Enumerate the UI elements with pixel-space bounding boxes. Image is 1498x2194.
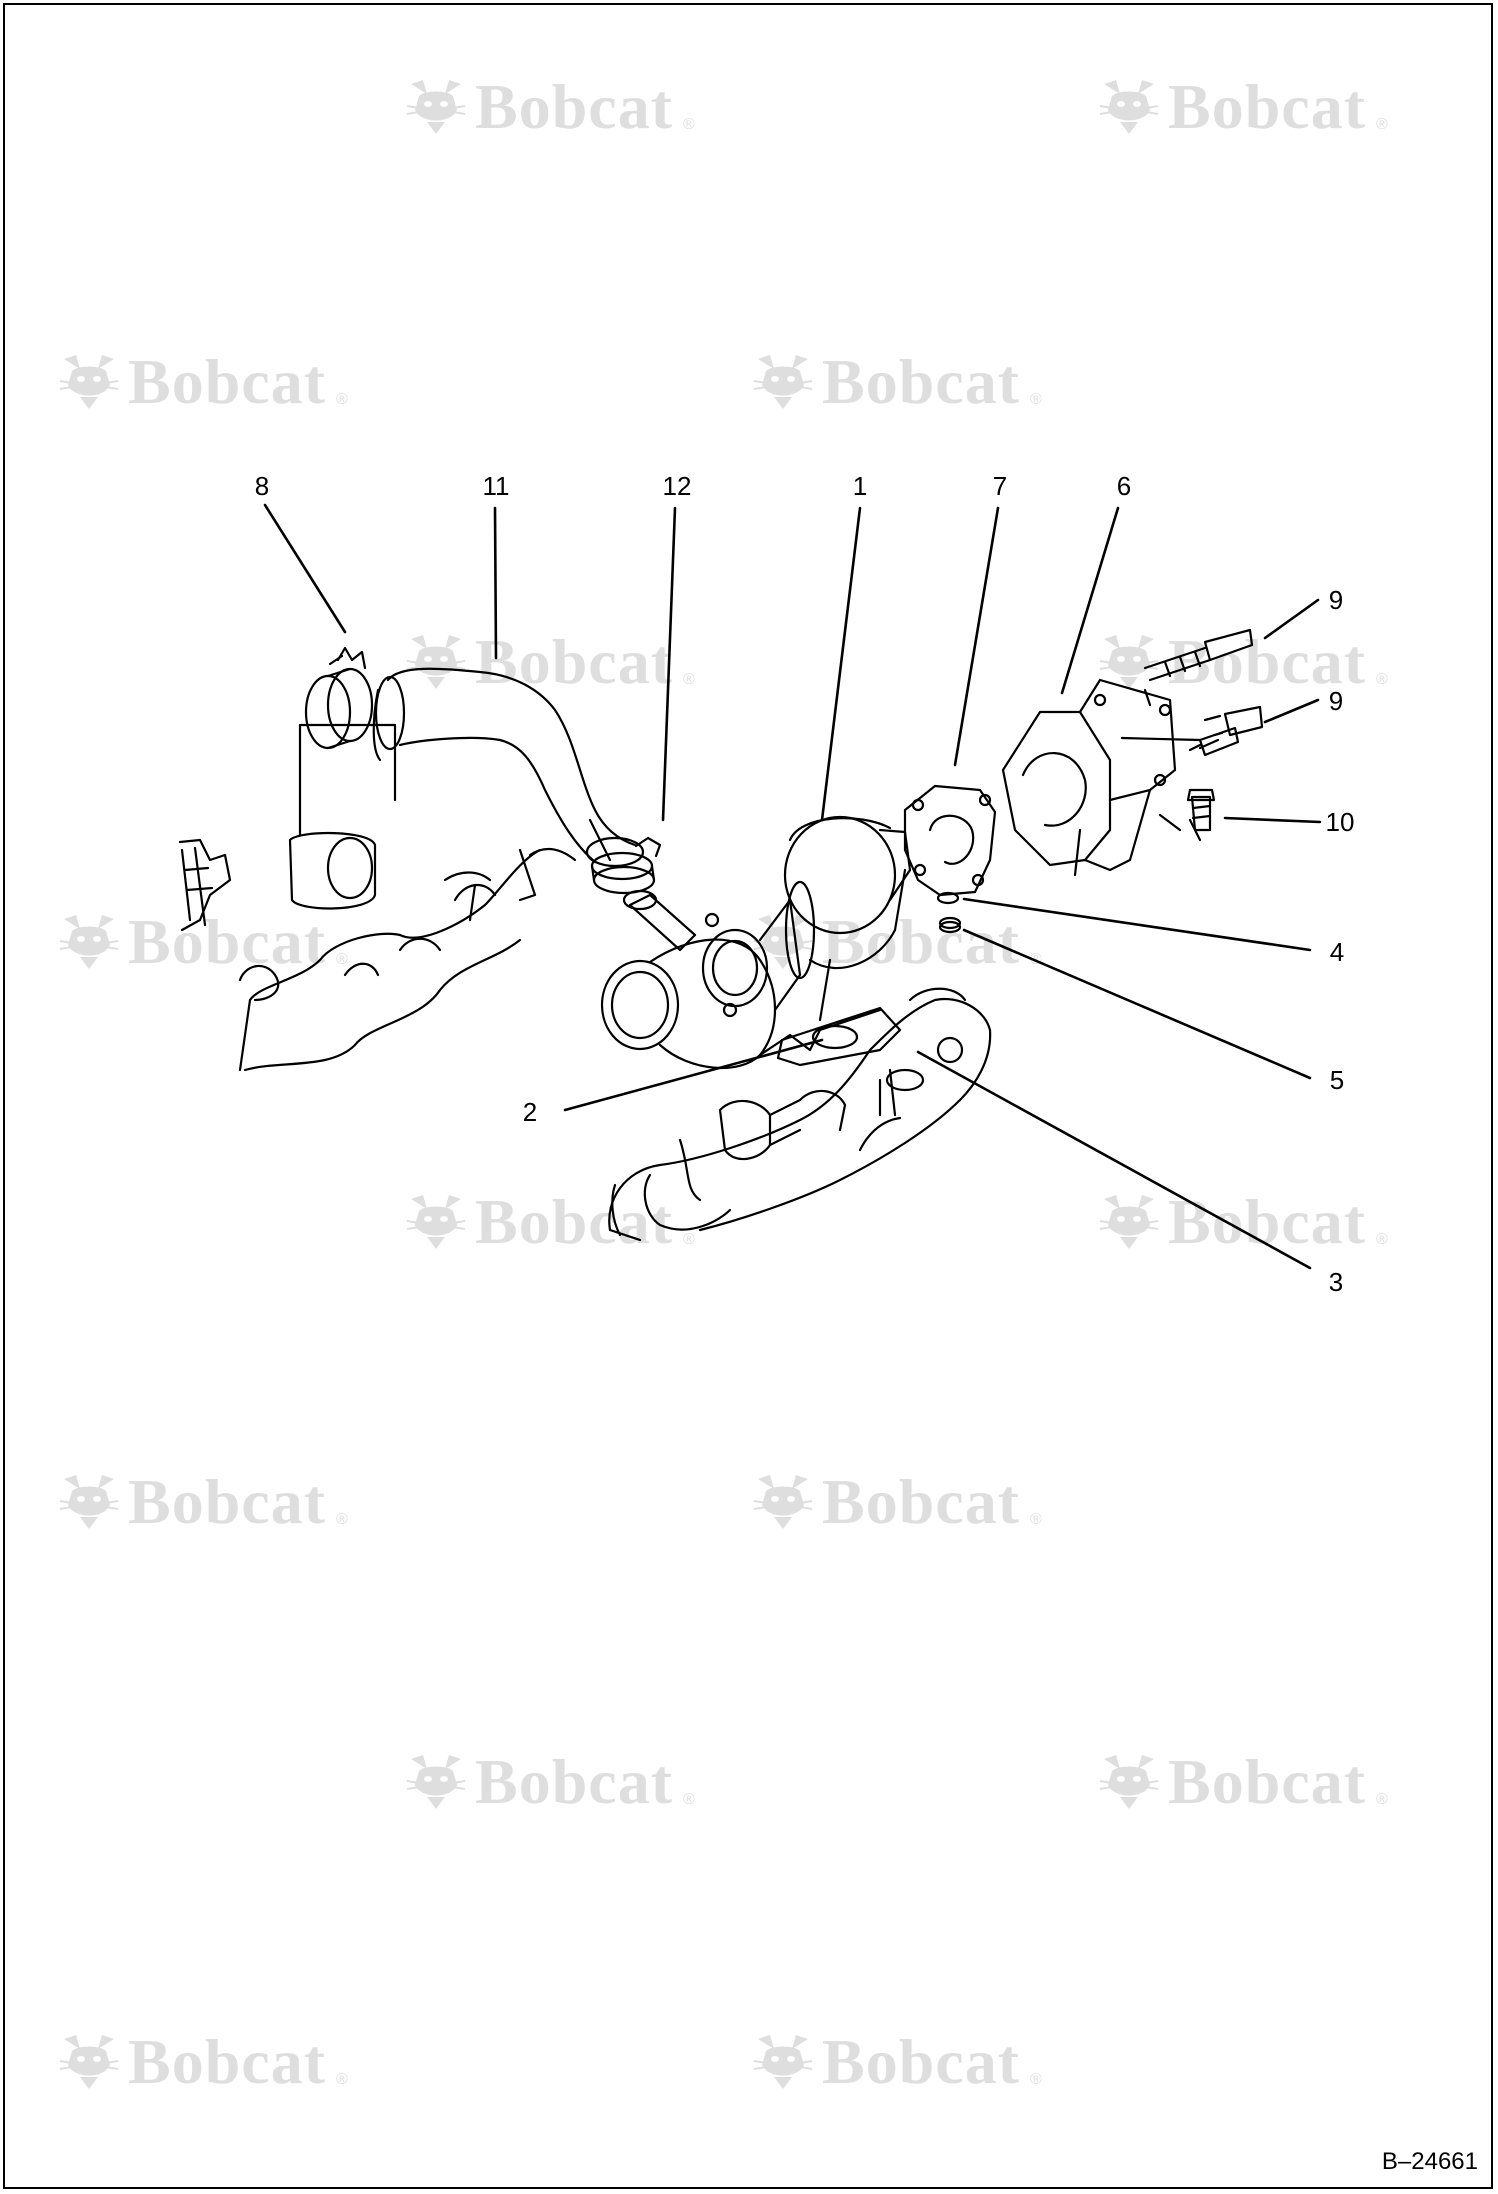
- watermark-brand: Bobcat: [128, 2026, 326, 2097]
- watermark-registered-mark: ®: [1376, 116, 1388, 133]
- part-10-plug: [1158, 788, 1216, 832]
- watermark-brand: Bobcat: [475, 626, 673, 697]
- watermark-registered-mark: ®: [336, 2071, 348, 2088]
- watermark-registered-mark: ®: [683, 671, 695, 688]
- bobcat-logo-icon: [406, 1755, 466, 1809]
- callout-5: 5: [1329, 1065, 1345, 1095]
- watermark-brand: Bobcat: [1168, 1746, 1366, 1817]
- callout-8: 8: [254, 471, 270, 501]
- bobcat-logo-icon: [1099, 1195, 1159, 1249]
- part-4-5-washer-nut: [936, 891, 962, 934]
- watermark-brand: Bobcat: [1168, 71, 1366, 142]
- callout-10: 10: [1325, 807, 1355, 837]
- bobcat-watermark: Bobcat ®: [405, 70, 695, 144]
- bobcat-logo-icon: [1099, 1755, 1159, 1809]
- callout-4: 4: [1329, 937, 1345, 967]
- bobcat-watermark: Bobcat ®: [405, 1745, 695, 1819]
- bobcat-logo-icon: [1099, 635, 1159, 689]
- part-6-exhaust-elbow: [1001, 678, 1202, 877]
- part-7-gasket: [903, 784, 997, 897]
- bobcat-logo-icon: [406, 80, 466, 134]
- bobcat-logo-icon: [59, 355, 119, 409]
- watermark-registered-mark: ®: [1030, 1511, 1042, 1528]
- watermark-registered-mark: ®: [1030, 2071, 1042, 2088]
- callout-11: 11: [482, 471, 510, 501]
- watermark-brand: Bobcat: [128, 1466, 326, 1537]
- watermark-brand: Bobcat: [475, 71, 673, 142]
- callout-6: 6: [1116, 471, 1132, 501]
- callout-2: 2: [522, 1097, 538, 1127]
- callout-9-upper: 9: [1328, 585, 1344, 615]
- callout-7: 7: [992, 471, 1008, 501]
- page-frame: [3, 3, 1493, 2189]
- bobcat-watermark: Bobcat ®: [58, 2025, 348, 2099]
- part-2-gasket: [776, 1006, 902, 1067]
- bobcat-watermark: Bobcat ®: [1098, 70, 1388, 144]
- watermark-registered-mark: ®: [336, 391, 348, 408]
- bobcat-watermark: Bobcat ®: [58, 345, 348, 419]
- callout-12: 12: [662, 471, 692, 501]
- watermark-registered-mark: ®: [336, 1511, 348, 1528]
- watermark-registered-mark: ®: [1376, 671, 1388, 688]
- watermark-brand: Bobcat: [822, 1466, 1020, 1537]
- bobcat-logo-icon: [753, 2035, 813, 2089]
- part-9-bolts: [1120, 628, 1264, 757]
- watermark-registered-mark: ®: [1376, 1231, 1388, 1248]
- watermark-brand: Bobcat: [475, 1746, 673, 1817]
- bobcat-logo-icon: [59, 1475, 119, 1529]
- callout-9-lower: 9: [1328, 686, 1344, 716]
- watermark-registered-mark: ®: [683, 1791, 695, 1808]
- figure-number: B–24661: [1381, 2148, 1478, 2175]
- watermark-registered-mark: ®: [683, 1231, 695, 1248]
- bobcat-logo-icon: [59, 2035, 119, 2089]
- watermark-brand: Bobcat: [475, 1186, 673, 1257]
- bobcat-watermark: Bobcat ®: [58, 1465, 348, 1539]
- bobcat-watermark: Bobcat ®: [58, 905, 348, 979]
- watermark-brand: Bobcat: [128, 906, 326, 977]
- bobcat-watermark: Bobcat ®: [752, 1465, 1042, 1539]
- callout-3: 3: [1328, 1267, 1344, 1297]
- watermark-registered-mark: ®: [1030, 391, 1042, 408]
- bobcat-logo-icon: [1099, 80, 1159, 134]
- watermark-brand: Bobcat: [822, 346, 1020, 417]
- part-11-intake-hose: [372, 667, 645, 868]
- bobcat-logo-icon: [59, 915, 119, 969]
- callout-1: 1: [852, 471, 868, 501]
- bobcat-watermark: Bobcat ®: [405, 1185, 695, 1259]
- watermark-brand: Bobcat: [822, 2026, 1020, 2097]
- bobcat-logo-icon: [753, 355, 813, 409]
- bobcat-logo-icon: [753, 1475, 813, 1529]
- bobcat-watermark: Bobcat ®: [752, 2025, 1042, 2099]
- bobcat-logo-icon: [406, 1195, 466, 1249]
- leader-lines: [263, 503, 1322, 1270]
- watermark-registered-mark: ®: [1376, 1791, 1388, 1808]
- part-8-hose-clamp: [304, 646, 374, 750]
- watermark-registered-mark: ®: [336, 951, 348, 968]
- bobcat-watermark: Bobcat ®: [405, 625, 695, 699]
- bobcat-watermark: Bobcat ®: [1098, 1745, 1388, 1819]
- watermark-brand: Bobcat: [128, 346, 326, 417]
- part-12-hose-clamp: [590, 836, 662, 895]
- part-3-exhaust-manifold: [608, 987, 992, 1242]
- part-1-turbocharger: [600, 815, 912, 1070]
- bobcat-watermark: Bobcat ®: [752, 345, 1042, 419]
- engine-block-outline: [178, 723, 612, 1072]
- watermark-registered-mark: ®: [683, 116, 695, 133]
